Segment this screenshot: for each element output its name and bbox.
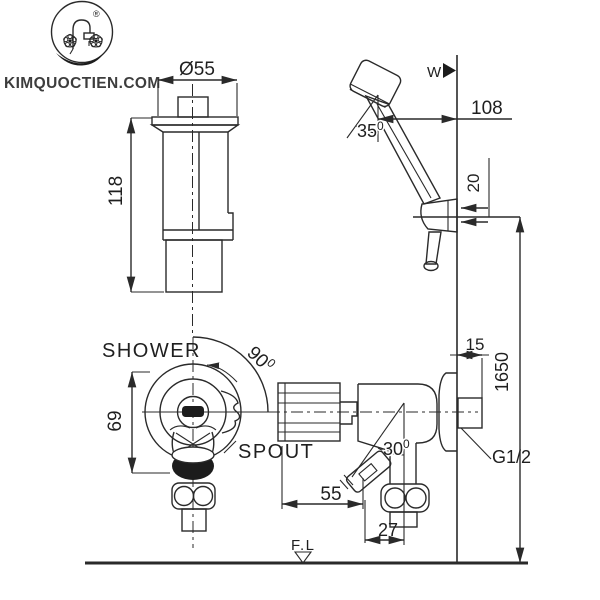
column-flange [151,116,239,126]
hand-shower-head [349,59,402,109]
brand-logo: ® KIMQUOCTIEN.COM [4,0,161,92]
dim-flange-depth-label: 15 [466,335,485,354]
faucet-icon [72,19,91,49]
floor-level-label: F.L [291,537,316,554]
registered-mark: ® [93,9,100,19]
mixer-front-view: SHOWER 900 SPOUT 69 [102,336,314,548]
handle-ribs [278,383,340,441]
dim-mount-height-label: 1650 [492,352,512,392]
handle-grip-contour [220,390,241,434]
logo-circle [50,0,114,64]
dim-diameter-label: Ø55 [179,59,215,80]
handle-index-mark [182,406,204,417]
spout-label: SPOUT [238,441,314,463]
shower-column-view: Ø55 118 [106,59,241,336]
wall-flange [438,372,457,452]
dim-diverter-angle-label: 300 [383,437,410,459]
handle-cap [176,395,210,429]
handle-side [277,382,341,442]
valve-body [357,383,438,484]
inlet-pipe [181,508,207,532]
handle-stem [340,401,358,425]
column-base [165,239,223,293]
rotation-direction-arrow [206,362,238,383]
rotation-angle-label: 900 [243,341,279,377]
dim-head-angle-label: 350 [357,119,384,141]
shower-bracket [420,198,458,233]
dim-protrusion-label: 20 [464,174,483,193]
floor-level-triangle-icon [293,551,313,564]
hand-shower-view: 350 108 W 20 [346,59,512,272]
hand-shower-handle [364,94,442,205]
thread-leader-line [460,427,492,460]
wall-connector [457,397,483,429]
handle-knob [159,378,227,446]
inlet-pipe-side [389,511,418,528]
column-body [162,132,234,231]
hose-connector [425,231,442,265]
diverter-knob [345,450,392,493]
thread-size-label: G1/2 [492,447,531,467]
dim-depth-label: 55 [320,484,341,505]
dim-offset-label: 27 [378,520,398,540]
mixer-side-view: 300 55 27 15 G1/2 [268,335,531,545]
logo-basin [56,52,105,66]
flower-icon [89,33,103,48]
elevation-references: 1650 F.L [85,55,528,565]
dim-height-label: 118 [106,176,127,206]
brand-website-text: KIMQUOCTIEN.COM [4,75,161,92]
shower-label: SHOWER [102,340,201,362]
wall-level-label: W [427,64,442,81]
dim-wall-offset-label: 108 [471,98,503,119]
wall-level-triangle-icon [443,63,456,78]
rotation-arc [192,336,269,413]
dim-body-height-label: 69 [105,410,126,431]
flower-icon [63,33,77,48]
spout-leader-line [223,440,237,454]
